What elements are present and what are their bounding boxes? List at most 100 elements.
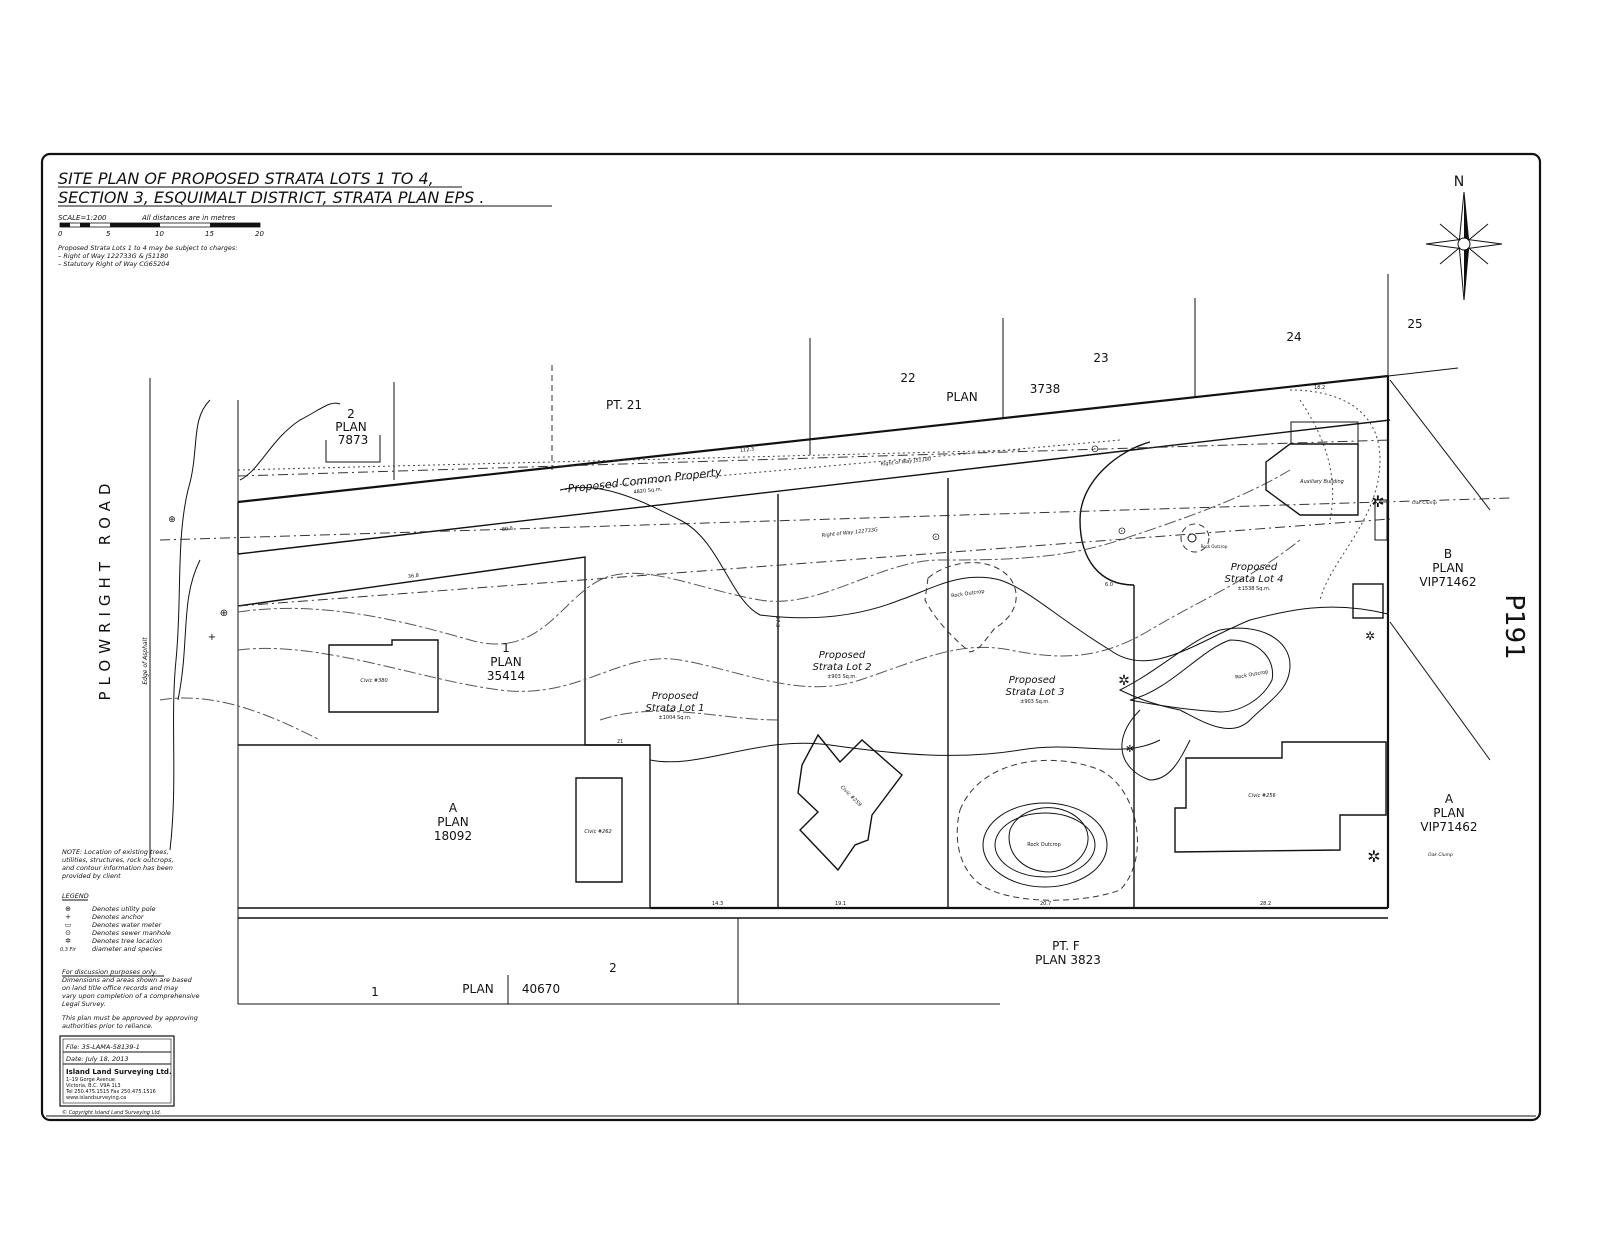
footnote-1: NOTE: Location of existing trees, xyxy=(62,848,169,856)
title-line-1: SITE PLAN OF PROPOSED STRATA LOTS 1 TO 4… xyxy=(58,169,434,188)
vip-b-letter: B xyxy=(1444,547,1452,561)
dimension-labels: 112.3 80.8 36.8 18.2 27.3 21 14.3 19.1 2… xyxy=(408,385,1326,907)
plan-3738-no: 3738 xyxy=(1030,382,1061,396)
dim-inner-line: 80.8 xyxy=(502,526,514,533)
utility-pole-icon: ⊕ xyxy=(220,608,228,619)
anchor-icon: + xyxy=(208,632,216,643)
pt-f-label: PT. F xyxy=(1052,939,1080,953)
oak-clump-label-2: Oak Clump xyxy=(1428,852,1453,858)
dim-east-top: 18.2 xyxy=(1314,385,1325,391)
plan-18092-plan: PLAN xyxy=(437,815,468,829)
dim-bottom-2: 19.1 xyxy=(835,901,846,907)
discussion-5: Legal Survey. xyxy=(62,1000,106,1008)
right-of-way-label-1: Right of Way J51180 xyxy=(880,456,931,467)
plan-35414-no: 35414 xyxy=(487,669,525,683)
north-label: N xyxy=(1454,174,1464,190)
right-of-way-lines xyxy=(159,439,1511,607)
strata-lot-4-line2: Strata Lot 4 xyxy=(1225,574,1284,585)
lot-23-label: 23 xyxy=(1093,351,1108,365)
utility-pole-icon: ⊕ xyxy=(168,515,176,525)
auxiliary-building xyxy=(1265,443,1359,516)
contour-lines xyxy=(159,389,1389,763)
scale-tick-10: 10 xyxy=(155,230,164,238)
dim-lot4-west: 6.0 xyxy=(1105,582,1113,588)
lot-2-top-number: 2 xyxy=(347,407,355,421)
approval-1: This plan must be approved by approving xyxy=(62,1014,198,1022)
dim-north-boundary: 112.3 xyxy=(740,447,755,454)
company-phone: Tel 250.475.1515 Fax 250.475.1516 xyxy=(65,1089,156,1095)
legend-utility-pole-icon: ⊕ xyxy=(65,905,71,913)
company-addr-1: 1–19 Gorge Avenue xyxy=(66,1077,115,1083)
civic-259-label: Civic #259 xyxy=(839,785,863,809)
lot-22-label: 22 xyxy=(900,371,915,385)
title-block: SITE PLAN OF PROPOSED STRATA LOTS 1 TO 4… xyxy=(58,169,552,268)
legend-text-6: diameter and species xyxy=(92,945,163,953)
file-info-box: File: 35-LAMA-58139-1 Date: July 18, 201… xyxy=(59,1035,175,1107)
edge-of-asphalt-label: Edge of Asphalt xyxy=(142,637,149,685)
company-addr-2: Victoria, B.C. V9A 1L3 xyxy=(66,1083,121,1089)
legend-text-5: Denotes tree location xyxy=(92,937,162,945)
house-civic-262 xyxy=(575,777,623,883)
rock-outcrop-label-2: Rock Outcrop xyxy=(1235,669,1269,681)
dim-lower-line: 36.8 xyxy=(408,573,420,580)
legend-text-3: Denotes water meter xyxy=(92,921,163,929)
tree-icon: ✲ xyxy=(1126,744,1134,755)
civic-380-label: Civic #380 xyxy=(360,678,387,684)
pt21-label: PT. 21 xyxy=(606,398,642,412)
charges-note-2: – Right of Way 122733G & J51180 xyxy=(58,252,168,260)
plan-18092-no: 18092 xyxy=(434,829,472,843)
strata-lot-2-line2: Strata Lot 2 xyxy=(813,662,872,673)
copyright-text: © Copyright Island Land Surveying Ltd. xyxy=(62,1109,161,1116)
lot-2-top-plan: PLAN xyxy=(335,420,366,434)
discussion-4: vary upon completion of a comprehensive xyxy=(62,992,200,1000)
legend-water-meter-icon: ▭ xyxy=(65,921,72,929)
strata-lot-2-area: ±903 Sq.m. xyxy=(827,674,857,680)
scale-tick-0: 0 xyxy=(58,230,63,238)
legend-title: LEGEND xyxy=(62,892,89,900)
rock-outcrop-label-3: Rock Outcrop xyxy=(1027,842,1061,848)
vip-a-letter: A xyxy=(1445,792,1454,806)
lot-2-top-plan-no: 7873 xyxy=(338,433,369,447)
plan-3738-label: PLAN xyxy=(946,390,977,404)
scale-tick-5: 5 xyxy=(106,230,111,238)
neighbouring-lot-lines xyxy=(237,274,1491,1004)
tree-icon: ✲ xyxy=(1367,847,1380,866)
title-line-2: SECTION 3, ESQUIMALT DISTRICT, STRATA PL… xyxy=(58,188,485,207)
bottom-lot-1: 1 xyxy=(371,985,379,999)
discussion-2: Dimensions and areas shown are based xyxy=(62,976,193,984)
legend-sewer-manhole-icon: ⊙ xyxy=(65,929,71,937)
plan-35414-plan: PLAN xyxy=(490,655,521,669)
road-name: PLOWRIGHT ROAD xyxy=(96,478,114,701)
right-of-way-label-2: Right of Way 122733G xyxy=(822,527,879,539)
legend-text-1: Denotes utility pole xyxy=(92,905,156,913)
sheet-id: P191 xyxy=(1499,594,1529,659)
scale-label: SCALE=1:200 xyxy=(58,214,107,222)
scale-bar: 0 5 10 15 20 xyxy=(58,222,264,238)
legend-text-2: Denotes anchor xyxy=(92,913,145,921)
sheet-frame xyxy=(40,152,1542,1122)
house-civic-380 xyxy=(328,639,439,713)
approval-2: authorities prior to reliance. xyxy=(62,1022,153,1030)
strata-lot-3-line2: Strata Lot 3 xyxy=(1006,687,1065,698)
plowright-road: PLOWRIGHT ROAD Edge of Asphalt xyxy=(96,378,211,858)
strata-lot-4-area: ±1538 Sq.m. xyxy=(1238,586,1271,592)
pt-f-plan: PLAN 3823 xyxy=(1035,953,1101,967)
strata-lot-1-line2: Strata Lot 1 xyxy=(646,703,705,714)
common-property-area: 4820 Sq.m. xyxy=(633,486,663,495)
civic-256-label: Civic #256 xyxy=(1248,793,1275,799)
legend-text-4: Denotes sewer manhole xyxy=(92,929,171,937)
strata-lot-3-line1: Proposed xyxy=(1009,675,1056,686)
strata-lot-4-line1: Proposed xyxy=(1231,562,1278,573)
footnote-2: utilities, structures, rock outcrops, xyxy=(62,856,174,864)
file-date: Date: July 18, 2013 xyxy=(66,1055,129,1063)
oak-clump-label: Oak Clump xyxy=(1412,500,1437,506)
tree-icon: ✲ xyxy=(1365,629,1375,643)
dim-bottom-3: 20.7 xyxy=(1040,901,1051,907)
company-web: www.islandsurveying.ca xyxy=(66,1095,126,1101)
legend-diameter-sample: 0.3 Fir xyxy=(60,947,77,953)
scale-tick-15: 15 xyxy=(205,230,214,238)
sewer-manhole-icon: ⊙ xyxy=(932,532,940,543)
dim-bottom-1: 14.3 xyxy=(712,901,723,907)
dim-lot1-div: 21 xyxy=(617,739,623,745)
